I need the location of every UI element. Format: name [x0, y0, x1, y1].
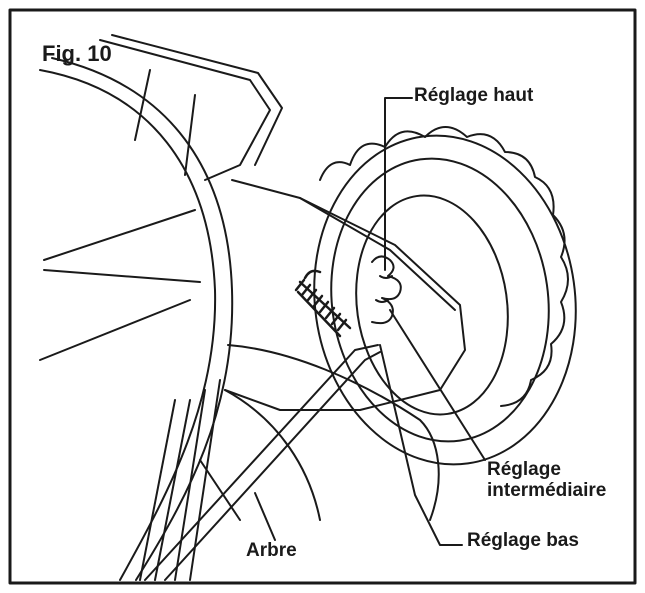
label-reglage-intermediaire-line2: intermédiaire — [487, 479, 607, 501]
label-reglage-intermediaire-line1: Réglage — [487, 459, 561, 480]
leader-arbre — [254, 492, 276, 541]
side-bracket-plate — [224, 179, 466, 521]
mower-deck — [39, 34, 283, 581]
leader-reglage-intermediaire — [389, 309, 486, 461]
label-reglage-intermediaire: Réglage intermédiaire — [487, 459, 607, 502]
figure-frame — [8, 8, 637, 585]
label-reglage-haut: Réglage haut — [414, 85, 534, 106]
leader-lines — [254, 97, 486, 546]
spring — [294, 269, 352, 338]
label-reglage-bas: Réglage bas — [467, 530, 579, 551]
leader-reglage-haut — [384, 97, 413, 271]
adjustment-slots — [371, 255, 402, 325]
figure-title: Fig. 10 — [42, 41, 112, 66]
label-arbre: Arbre — [246, 540, 297, 561]
leader-reglage-bas — [379, 344, 463, 546]
support-legs — [139, 379, 221, 581]
